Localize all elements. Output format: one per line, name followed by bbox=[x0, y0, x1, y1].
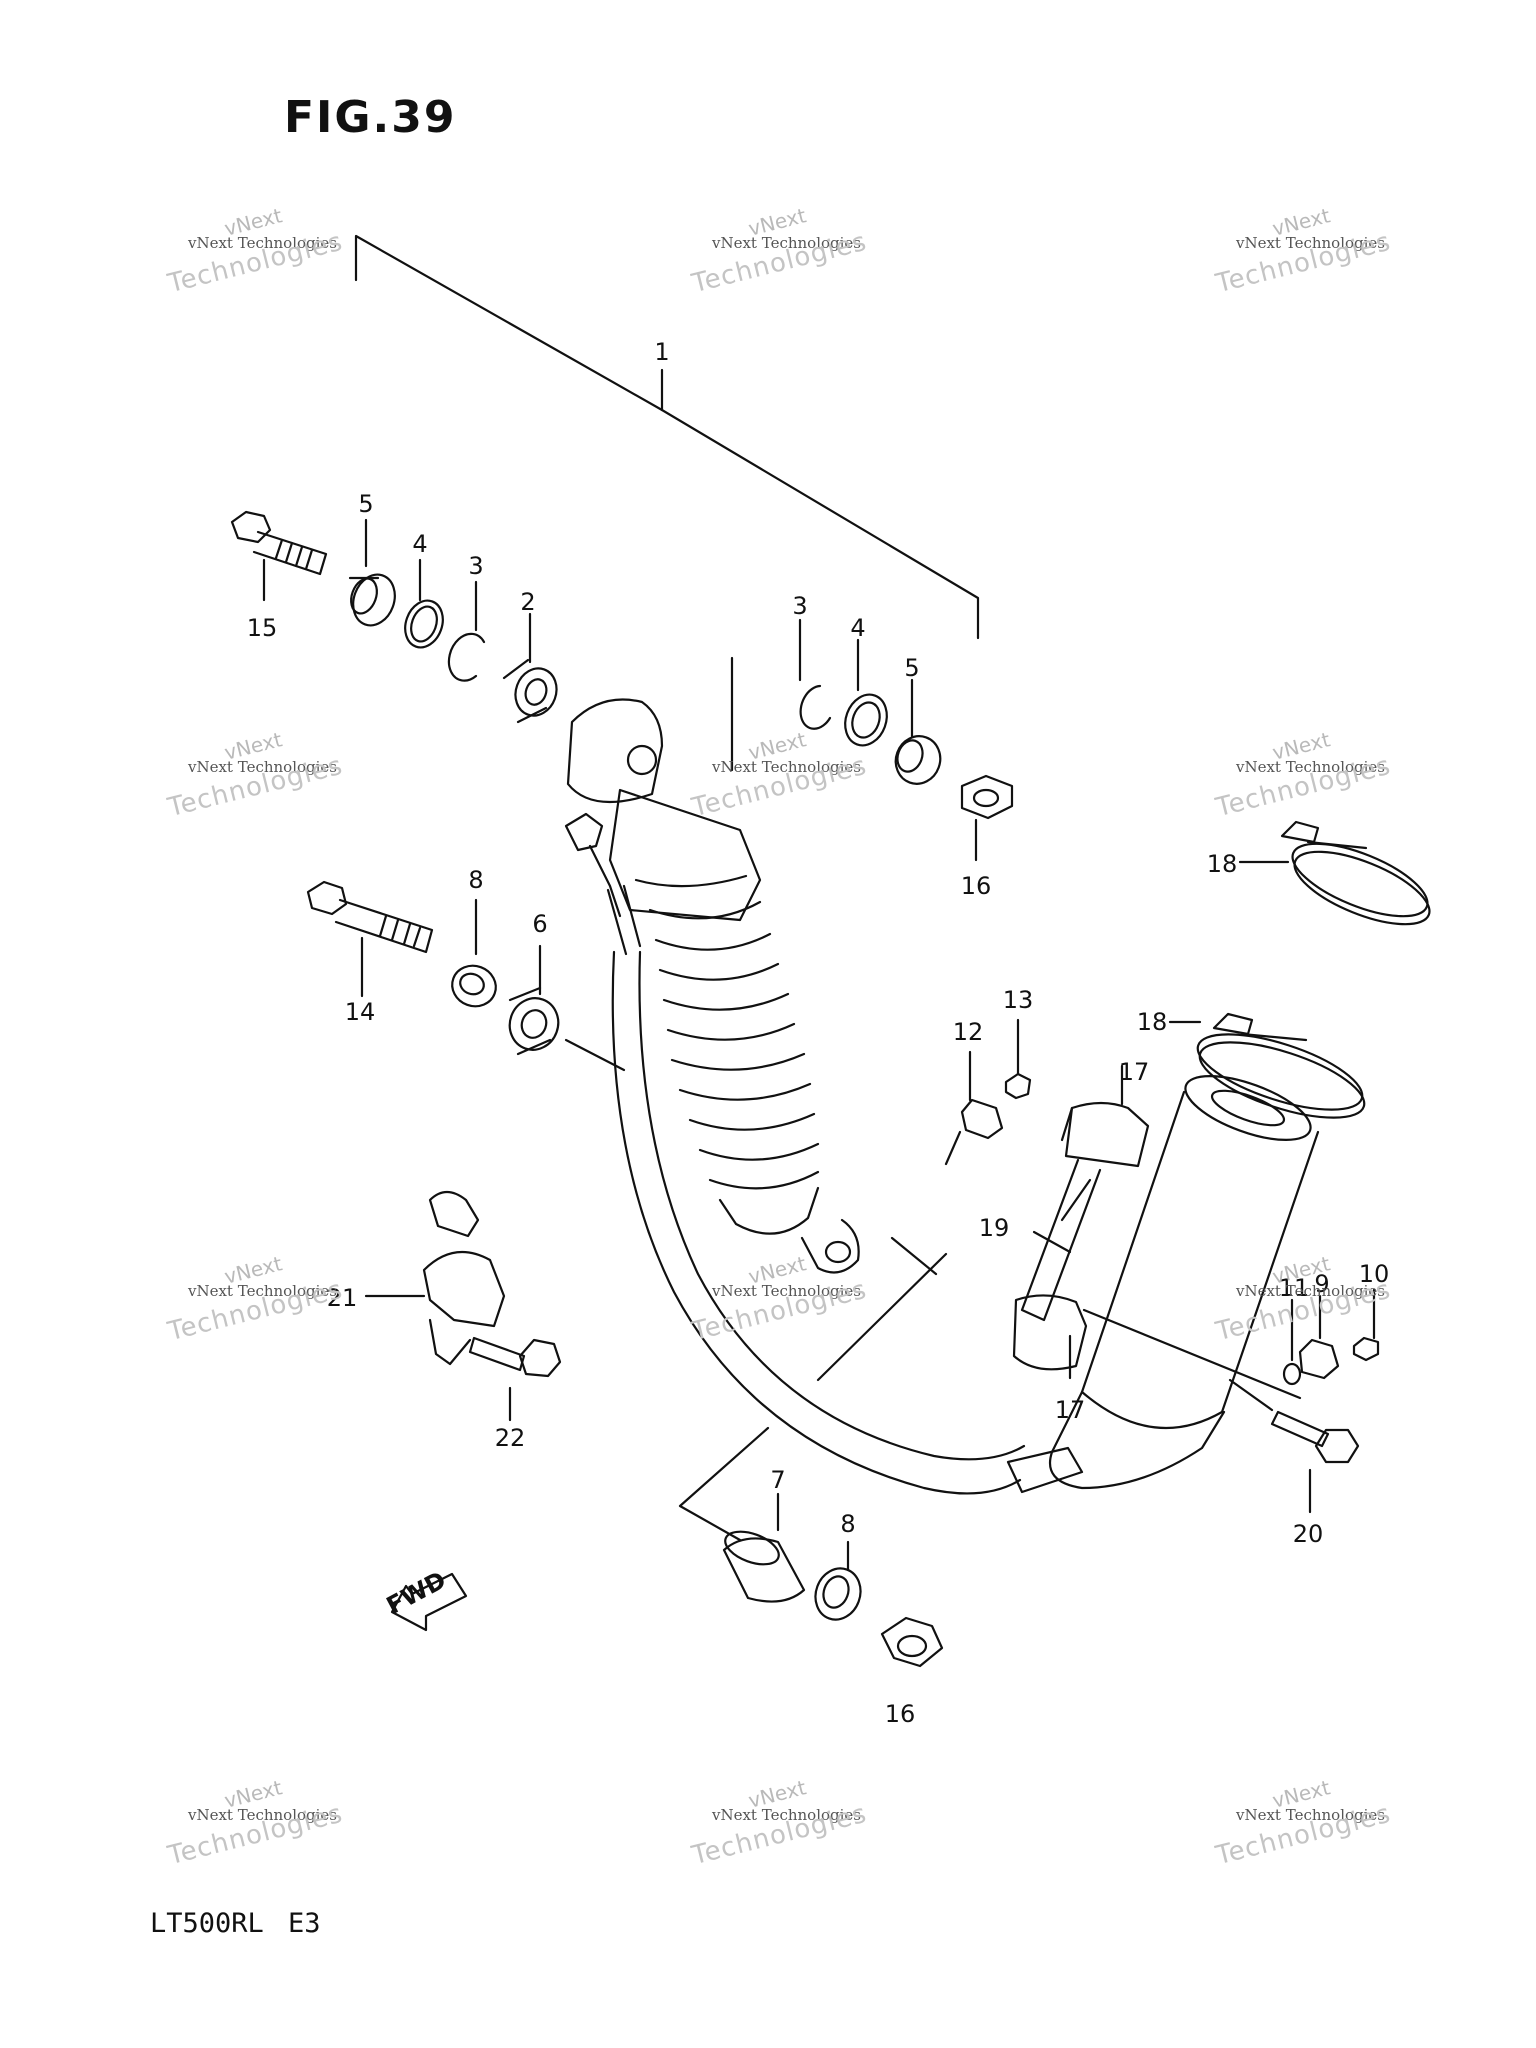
callout-4-left: 4 bbox=[412, 530, 427, 558]
shock-absorber bbox=[566, 698, 860, 1274]
callout-8-lower: 8 bbox=[840, 1510, 855, 1538]
clip-9 bbox=[1298, 1294, 1340, 1380]
callout-14: 14 bbox=[345, 998, 376, 1026]
callout-18-top: 18 bbox=[1207, 850, 1238, 878]
callout-8-top: 8 bbox=[468, 866, 483, 894]
callout-6: 6 bbox=[532, 910, 547, 938]
callout-13: 13 bbox=[1003, 986, 1034, 1014]
callout-20: 20 bbox=[1293, 1520, 1324, 1548]
bearing-2 bbox=[502, 612, 558, 724]
model-code: LT500RL E3 bbox=[150, 1908, 321, 1939]
fwd-label: FWD bbox=[382, 1566, 451, 1620]
callout-16-lower: 16 bbox=[885, 1700, 916, 1728]
figure-title: FIG.39 bbox=[284, 92, 457, 143]
clamp-21 bbox=[364, 1190, 506, 1366]
lower-bracket bbox=[678, 1236, 948, 1542]
callout-9: 9 bbox=[1314, 1270, 1329, 1298]
callout-18-lower: 18 bbox=[1137, 1008, 1168, 1036]
callout-10: 10 bbox=[1359, 1260, 1390, 1288]
bolt-22 bbox=[468, 1336, 562, 1422]
bolt-15 bbox=[230, 510, 328, 602]
callout-1: 1 bbox=[654, 338, 669, 366]
callout-2: 2 bbox=[520, 588, 535, 616]
nut-16-lower bbox=[880, 1616, 944, 1668]
screw-13 bbox=[1004, 1018, 1032, 1100]
circlip-3-left bbox=[447, 580, 486, 682]
seal-4-left bbox=[404, 558, 444, 649]
washer-11 bbox=[1282, 1298, 1302, 1386]
washer-8-left bbox=[451, 898, 497, 1008]
screw-10 bbox=[1352, 1288, 1380, 1362]
clamp-12 bbox=[944, 1050, 1004, 1166]
bolt-14 bbox=[306, 880, 434, 998]
callout-21: 21 bbox=[327, 1284, 358, 1312]
reservoir-bracket-17 bbox=[1068, 1064, 1302, 1400]
bushing-5-right bbox=[894, 678, 942, 785]
hose-clamp-18-lower bbox=[1168, 1012, 1366, 1119]
reservoir-hose bbox=[564, 812, 1084, 1495]
circlip-3-right bbox=[798, 618, 832, 730]
callout-12: 12 bbox=[953, 1018, 984, 1046]
fwd-arrow-icon bbox=[390, 1572, 468, 1632]
callout-22: 22 bbox=[495, 1424, 526, 1452]
nut-16-top bbox=[960, 774, 1014, 862]
spacer-7 bbox=[722, 1492, 806, 1603]
callout-17-top: 17 bbox=[1119, 1058, 1150, 1086]
callout-17-lower: 17 bbox=[1055, 1396, 1086, 1424]
seal-4-right bbox=[844, 638, 888, 747]
callout-7: 7 bbox=[770, 1466, 785, 1494]
callout-19: 19 bbox=[979, 1214, 1010, 1242]
callout-11: 11 bbox=[1279, 1274, 1310, 1302]
washer-8-lower bbox=[814, 1540, 862, 1621]
callout-4-right: 4 bbox=[850, 614, 865, 642]
callout-5-right: 5 bbox=[904, 654, 919, 682]
hose-clamp-18-top bbox=[1238, 820, 1431, 926]
reservoir-19 bbox=[1012, 1074, 1320, 1490]
callout-3-left: 3 bbox=[468, 552, 483, 580]
bushing-5-left bbox=[348, 518, 396, 627]
callout-15: 15 bbox=[247, 614, 278, 642]
callout-3-right: 3 bbox=[792, 592, 807, 620]
bearing-6 bbox=[508, 944, 626, 1072]
callout-5-left: 5 bbox=[358, 490, 373, 518]
callout-16-top: 16 bbox=[961, 872, 992, 900]
assembly-bracket bbox=[354, 234, 980, 640]
bolt-20 bbox=[1228, 1378, 1360, 1514]
